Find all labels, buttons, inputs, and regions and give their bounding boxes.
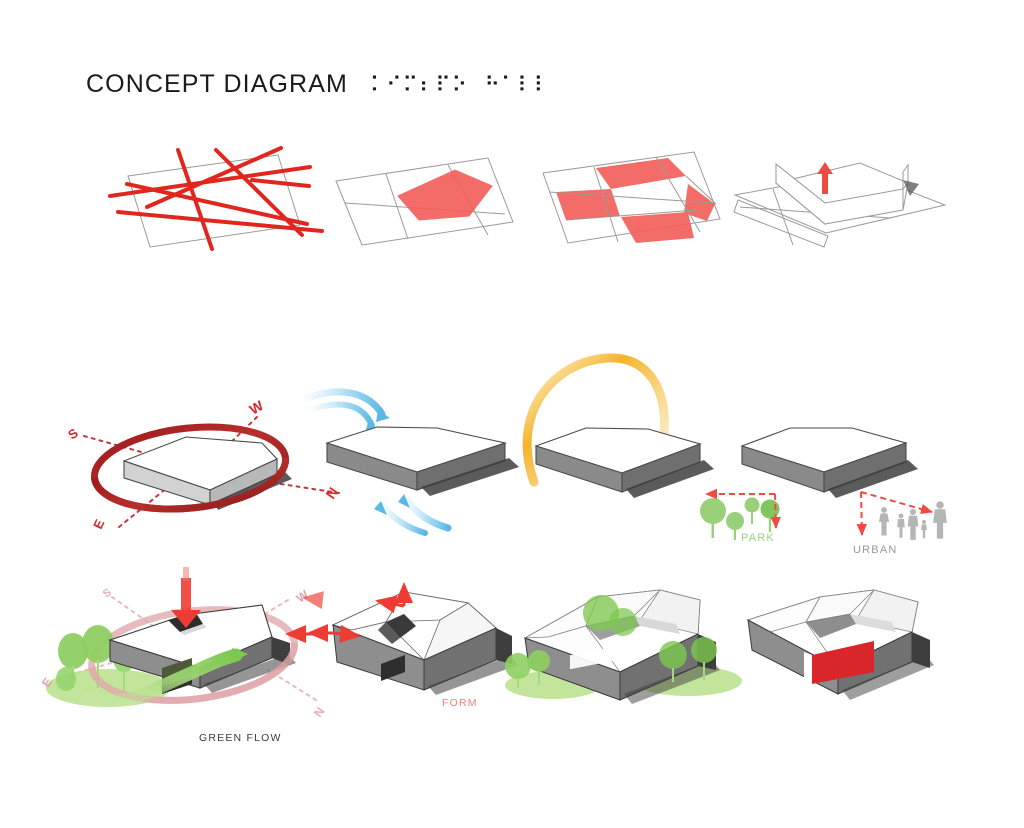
urban-label: URBAN [853, 544, 898, 556]
massing-block-2 [325, 426, 519, 496]
massing-block-8 [746, 589, 934, 700]
park-label: PARK [741, 532, 775, 544]
green-flow-caption: GREEN FLOW [199, 732, 282, 744]
program-volume-red [812, 641, 874, 684]
extrusion-shadow [903, 180, 919, 196]
extruded-mass [774, 162, 909, 226]
massing-block-1 [122, 436, 292, 510]
panel-sun-path [522, 353, 714, 498]
park-trees [700, 497, 780, 540]
form-arrows-faint [302, 591, 324, 610]
page-title: CONCEPT DIAGRAM ⠅⠊⠍⠆⠏⠕⠀⠓⠁⠇⠇ [86, 70, 550, 99]
zoning-boundary [335, 157, 514, 246]
panel-orientation: S W E N [65, 397, 342, 532]
massing-block-7 [523, 589, 720, 704]
panel-form [302, 582, 518, 695]
panel-context-links: PARK [700, 427, 947, 556]
pattern-cells [556, 158, 715, 243]
compass-ring-front [91, 457, 289, 513]
green-flow-ribbon [81, 648, 243, 708]
sky-arrow-icon [171, 567, 201, 628]
green-flow-arrowhead [230, 648, 248, 664]
urban-figures [878, 501, 947, 540]
massing-block-6 [331, 591, 518, 695]
title-braille-text: ⠅⠊⠍⠆⠏⠕⠀⠓⠁⠇⠇ [369, 73, 551, 97]
pattern-boundary [542, 151, 721, 244]
axis-lines [108, 146, 324, 251]
compass-letter-w: W [247, 397, 267, 418]
urban-arrows [856, 491, 933, 536]
site-boundary [127, 154, 301, 248]
form-caption: FORM [442, 697, 478, 709]
extrusion-arrow-icon [817, 162, 833, 194]
compass-letter-e: E [90, 516, 108, 531]
compass-letter-n: N [322, 483, 342, 501]
pattern-grid [548, 156, 717, 243]
panel-site-zoning [335, 157, 514, 246]
landscape-trees [505, 595, 717, 688]
panel-landscape-integration [505, 589, 742, 704]
massing-block-4 [740, 427, 918, 498]
panel-wind-flow [304, 388, 519, 536]
massing-block-3 [534, 427, 714, 498]
green-flow-compass-n: N [311, 704, 328, 720]
panel-site-pattern [542, 151, 721, 244]
green-flow-compass-w: W [294, 587, 312, 606]
title-text: CONCEPT DIAGRAM [86, 70, 348, 98]
red-footprint [397, 169, 493, 221]
form-arrows [307, 582, 413, 643]
wind-arrows-bottom [374, 494, 452, 536]
panel-green-flow: E W N S [39, 567, 328, 720]
panel-site-extrusion [733, 162, 947, 248]
compass-letter-s: S [65, 425, 82, 443]
panel-program-core [746, 589, 934, 700]
green-flow-ring-front [88, 642, 298, 704]
panel-site-axes [108, 146, 324, 251]
sun-path-arc [522, 353, 669, 487]
park-arrows [705, 488, 781, 529]
